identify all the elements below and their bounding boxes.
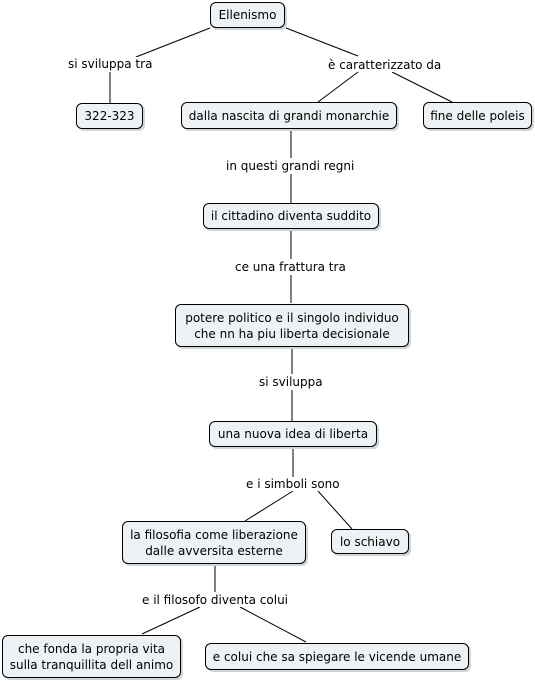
link-label-si-sviluppa: si sviluppa: [257, 375, 325, 389]
concept-fonda[interactable]: che fonda la propria vita sulla tranquil…: [2, 635, 181, 678]
concept-idea[interactable]: una nuova idea di liberta: [209, 421, 377, 447]
concept-monarchie[interactable]: dalla nascita di grandi monarchie: [181, 102, 397, 129]
link-label-simboli: e i simboli sono: [244, 477, 342, 491]
concept-suddito[interactable]: il cittadino diventa suddito: [203, 203, 379, 229]
link-label-caratterizzato: è caratterizzato da: [326, 58, 444, 72]
concept-poleis[interactable]: fine delle poleis: [423, 102, 532, 129]
link-label-filosofo: e il filosofo diventa colui: [140, 593, 291, 607]
link-label-si-sviluppa-tra: si sviluppa tra: [66, 57, 155, 71]
concept-schiavo[interactable]: lo schiavo: [331, 529, 409, 554]
link-label-grandi-regni: in questi grandi regni: [224, 159, 357, 173]
concept-spiegare[interactable]: e colui che sa spiegare le vicende umane: [205, 643, 469, 670]
concept-filosofia[interactable]: la filosofia come liberazione dalle avve…: [122, 521, 306, 564]
concept-ellenismo[interactable]: Ellenismo: [210, 2, 285, 28]
concept-year[interactable]: 322-323: [76, 103, 143, 129]
concept-potere[interactable]: potere politico e il singolo individuo c…: [175, 304, 409, 347]
link-label-frattura: ce una frattura tra: [233, 260, 348, 274]
